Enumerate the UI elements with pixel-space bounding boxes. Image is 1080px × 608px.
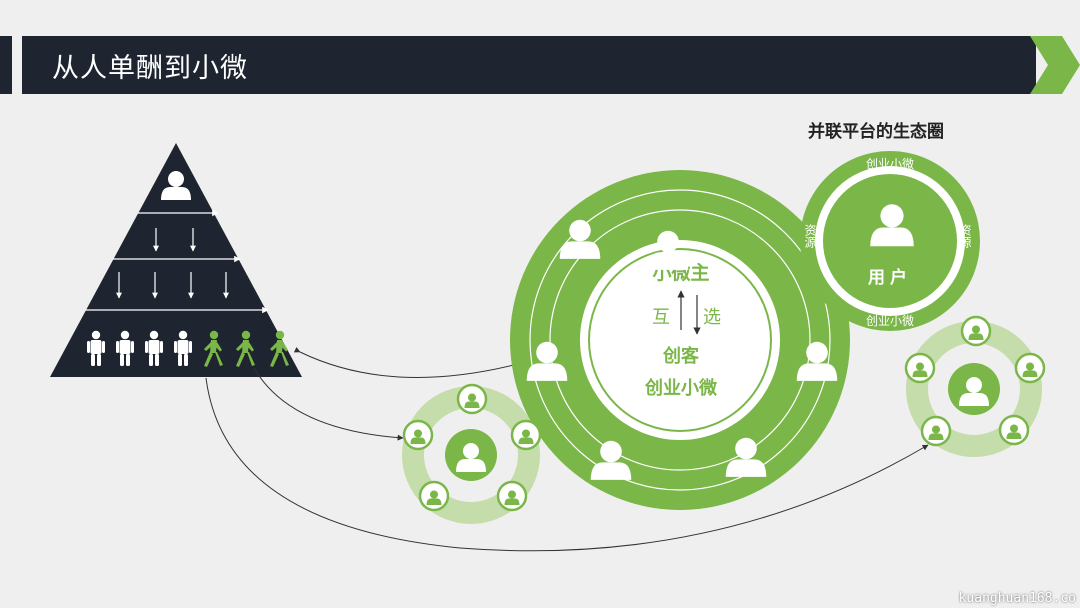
- ring-right-label: 资源: [958, 224, 972, 249]
- satellite-nodes: [904, 315, 1046, 447]
- user-ecosystem-circle: 用户 创业小微 创业小微 资源 资源: [800, 151, 980, 331]
- big-green-circle: 小微主 互 选 创客 创业小微: [510, 170, 850, 510]
- hierarchy-pyramid: [50, 143, 302, 377]
- title-banner: [0, 36, 1080, 94]
- select-label: 选: [703, 307, 721, 328]
- maker-label: 创客: [662, 345, 700, 367]
- ring-bottom-label: 创业小微: [866, 314, 914, 328]
- satellite-nodes: [402, 383, 542, 512]
- page-title: 从人单酬到小微: [52, 53, 248, 84]
- banner-arrow: [1030, 36, 1080, 94]
- right-micro-cluster: [904, 315, 1046, 457]
- ecosystem-title: 并联平台的生态圈: [808, 122, 944, 142]
- ring-top-label: 创业小微: [866, 157, 914, 171]
- curve-to-right-cluster: [205, 377, 929, 552]
- curve-to-left-cluster: [253, 367, 404, 441]
- startup-micro-label: 创业小微: [644, 377, 717, 399]
- watermark: kuanghuan168.co: [958, 591, 1076, 606]
- mutual-label: 互: [652, 307, 670, 328]
- ring-left-label: 资源: [803, 224, 817, 249]
- left-micro-cluster: [402, 383, 542, 524]
- banner-left-block: [0, 36, 12, 94]
- user-label: 用户: [868, 267, 912, 288]
- banner-bar: [22, 36, 1036, 94]
